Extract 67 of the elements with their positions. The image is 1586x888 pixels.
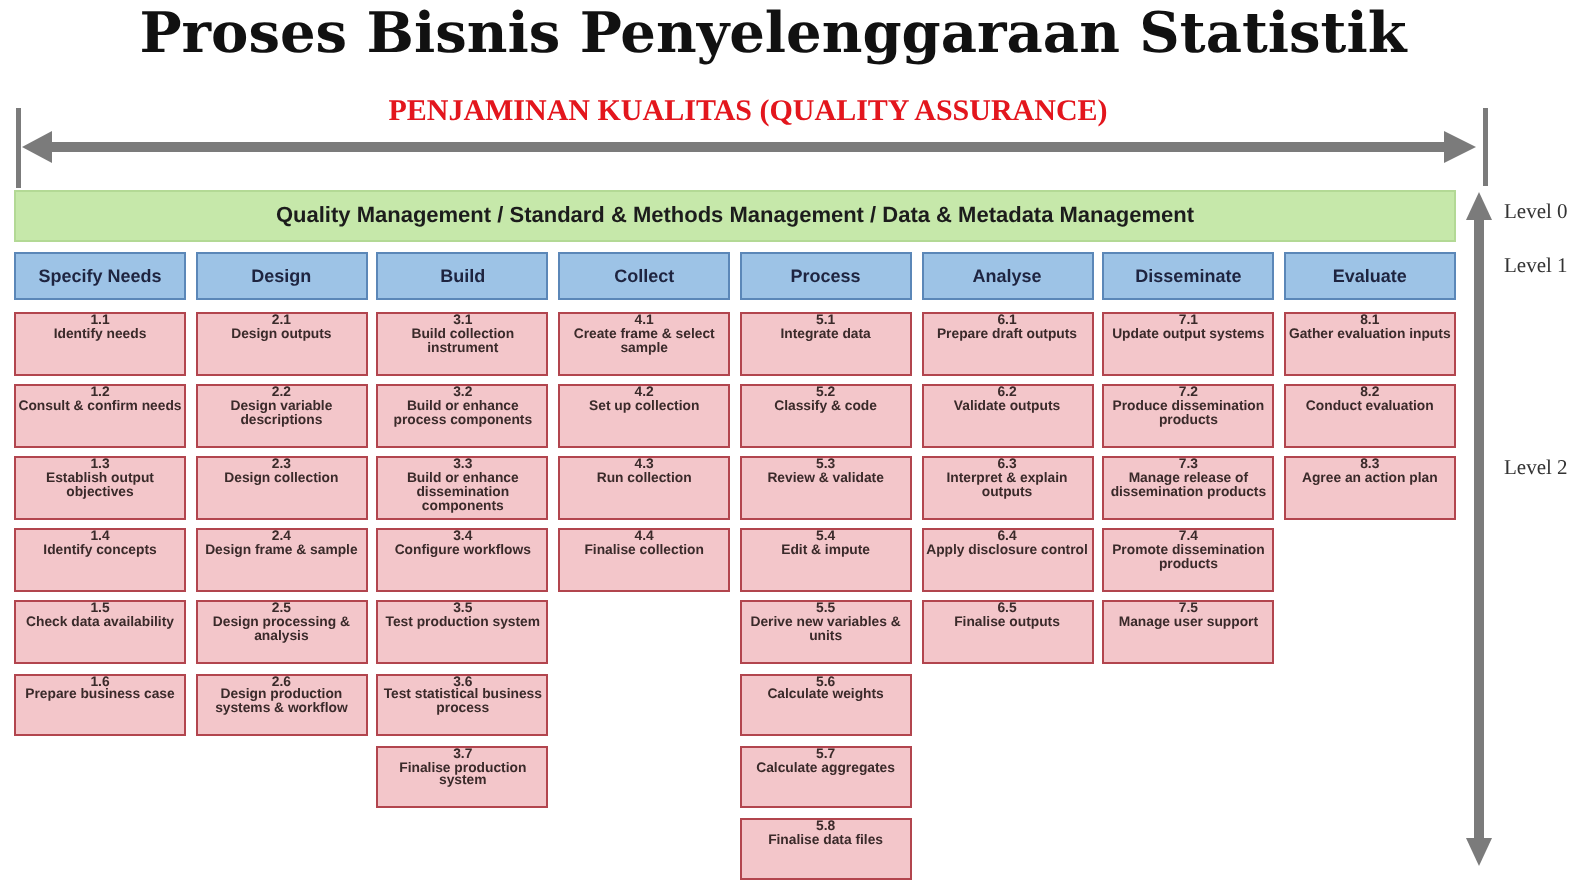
subprocess-card	[195, 312, 368, 375]
subprocess-card	[1102, 312, 1275, 375]
phase-title: Analyse	[972, 265, 1042, 287]
management-band	[14, 190, 1456, 242]
phase-title: Design	[251, 265, 312, 287]
phase-title: Disseminate	[1135, 265, 1242, 287]
phase-header	[739, 252, 912, 300]
phase-title: Process	[790, 265, 861, 287]
subprocess-card	[739, 528, 912, 592]
subprocess-card	[1102, 384, 1275, 448]
subprocess-card	[376, 456, 549, 520]
subprocess-card	[739, 600, 912, 664]
band-title: Quality Management / Standard & Methods Management / Data & Metadata Management	[275, 203, 1195, 229]
phase-header	[558, 252, 731, 300]
subprocess-card	[739, 673, 912, 736]
subprocess-card	[558, 312, 731, 375]
subprocess-card	[1102, 600, 1275, 664]
subprocess-card	[739, 312, 912, 375]
subprocess-card	[376, 312, 549, 375]
subprocess-card	[195, 384, 368, 448]
subprocess-card	[739, 384, 912, 448]
subprocess-card	[558, 456, 731, 520]
subprocess-card	[558, 384, 731, 448]
subprocess-card	[921, 600, 1093, 664]
subprocess-card	[921, 312, 1093, 375]
phase-title: Collect	[614, 265, 675, 287]
subprocess-card	[376, 673, 549, 736]
subprocess-card	[376, 600, 549, 664]
phase-title: Evaluate	[1332, 265, 1407, 287]
phase-title: Specify Needs	[38, 265, 162, 287]
subprocess-card	[739, 456, 912, 520]
subprocess-card	[14, 384, 186, 448]
subprocess-card	[14, 528, 186, 592]
level-label: Level 0	[1504, 202, 1570, 226]
subprocess-card	[14, 312, 186, 375]
subprocess-card	[1283, 456, 1456, 520]
level-label: Level 1	[1504, 256, 1570, 280]
subprocess-card	[1102, 456, 1275, 520]
subprocess-card	[1283, 312, 1456, 375]
level-label: Level 2	[1504, 458, 1570, 482]
subprocess-card	[1283, 384, 1456, 448]
subprocess-card	[921, 456, 1093, 520]
subprocess-card	[376, 384, 549, 448]
phase-header	[1283, 252, 1456, 300]
phase-header	[195, 252, 368, 300]
subprocess-card	[195, 600, 368, 664]
phase-header	[376, 252, 549, 300]
subprocess-card	[921, 528, 1093, 592]
phase-title: Build	[440, 265, 486, 287]
subprocess-card	[376, 528, 549, 592]
subprocess-card	[921, 384, 1093, 448]
diagram-title: Proses Bisnis Penyelenggaraan Statistik	[137, 0, 1410, 68]
subprocess-card	[1102, 528, 1275, 592]
subprocess-card	[195, 456, 368, 520]
subprocess-card	[14, 600, 186, 664]
subprocess-card	[195, 673, 368, 736]
subprocess-card	[195, 528, 368, 592]
phase-header	[14, 252, 186, 300]
subprocess-card	[739, 745, 912, 809]
subprocess-card	[558, 528, 731, 592]
subprocess-card	[14, 456, 186, 520]
subprocess-card	[14, 673, 186, 736]
phase-header	[1102, 252, 1275, 300]
section-heading: PENJAMINAN KUALITAS (QUALITY ASSURANCE)	[386, 94, 1110, 130]
subprocess-card	[739, 817, 912, 881]
phase-header	[921, 252, 1093, 300]
subprocess-card	[376, 745, 549, 809]
